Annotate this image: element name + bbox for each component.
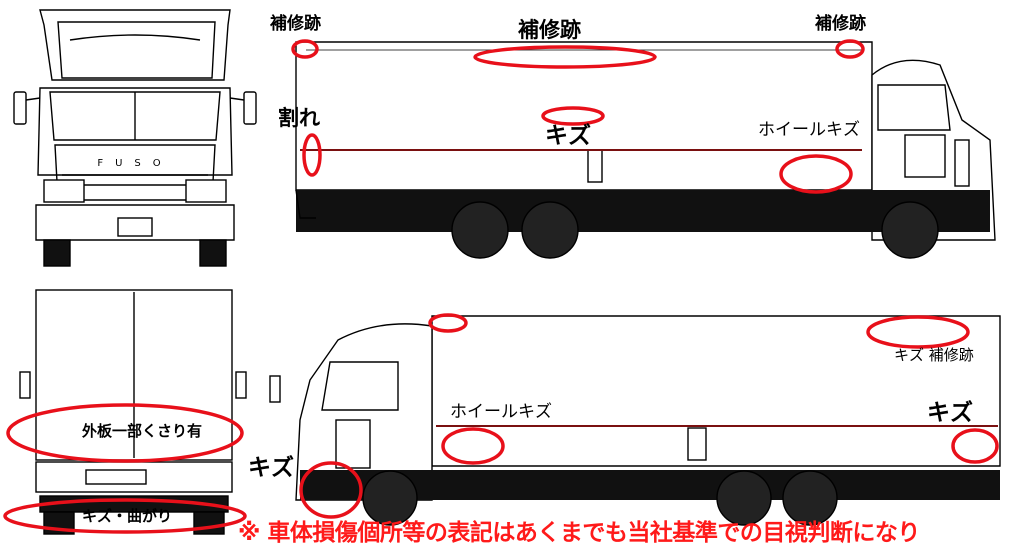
label-kizu-hoshuato: キズ 補修跡 <box>894 346 974 364</box>
damage-markers <box>3 39 999 534</box>
damage-marker <box>866 315 970 349</box>
damage-marker <box>779 154 853 194</box>
label-wheel-kizu-bottom: ホイールキズ <box>450 402 552 422</box>
damage-marker <box>541 106 605 126</box>
damage-marker <box>835 39 865 59</box>
label-hoshuato-center: 補修跡 <box>518 18 581 42</box>
front-emblem-text: FUSO <box>97 158 172 169</box>
label-hoshuato-left: 補修跡 <box>270 14 321 34</box>
damage-marker <box>428 313 468 333</box>
label-ware: 割れ <box>278 106 320 130</box>
label-kizu-rear-right: キズ <box>927 400 973 426</box>
damage-marker <box>302 133 322 177</box>
truck-front-view <box>13 9 257 267</box>
label-kizu-roof: キズ <box>545 123 591 149</box>
label-kizu-magari: キズ・曲がり <box>82 507 173 525</box>
label-gaihan-sabi: 外板一部くさり有 <box>82 422 203 440</box>
label-wheel-kizu-top: ホイールキズ <box>758 120 860 140</box>
damage-marker <box>3 498 247 534</box>
damage-marker <box>951 428 999 464</box>
damage-marker <box>299 461 363 519</box>
label-hoshuato-right: 補修跡 <box>815 14 866 34</box>
truck-side-view-left <box>269 315 1001 526</box>
label-kizu-front-left: キズ <box>248 455 294 481</box>
disclaimer-note: ※ 車体損傷個所等の表記はあくまでも当社基準での目視判断になり <box>238 520 920 546</box>
damage-marker <box>473 45 657 69</box>
truck-side-view-right <box>295 41 996 259</box>
damage-marker <box>291 39 319 59</box>
damage-marker <box>6 403 244 463</box>
damage-marker <box>441 427 505 465</box>
